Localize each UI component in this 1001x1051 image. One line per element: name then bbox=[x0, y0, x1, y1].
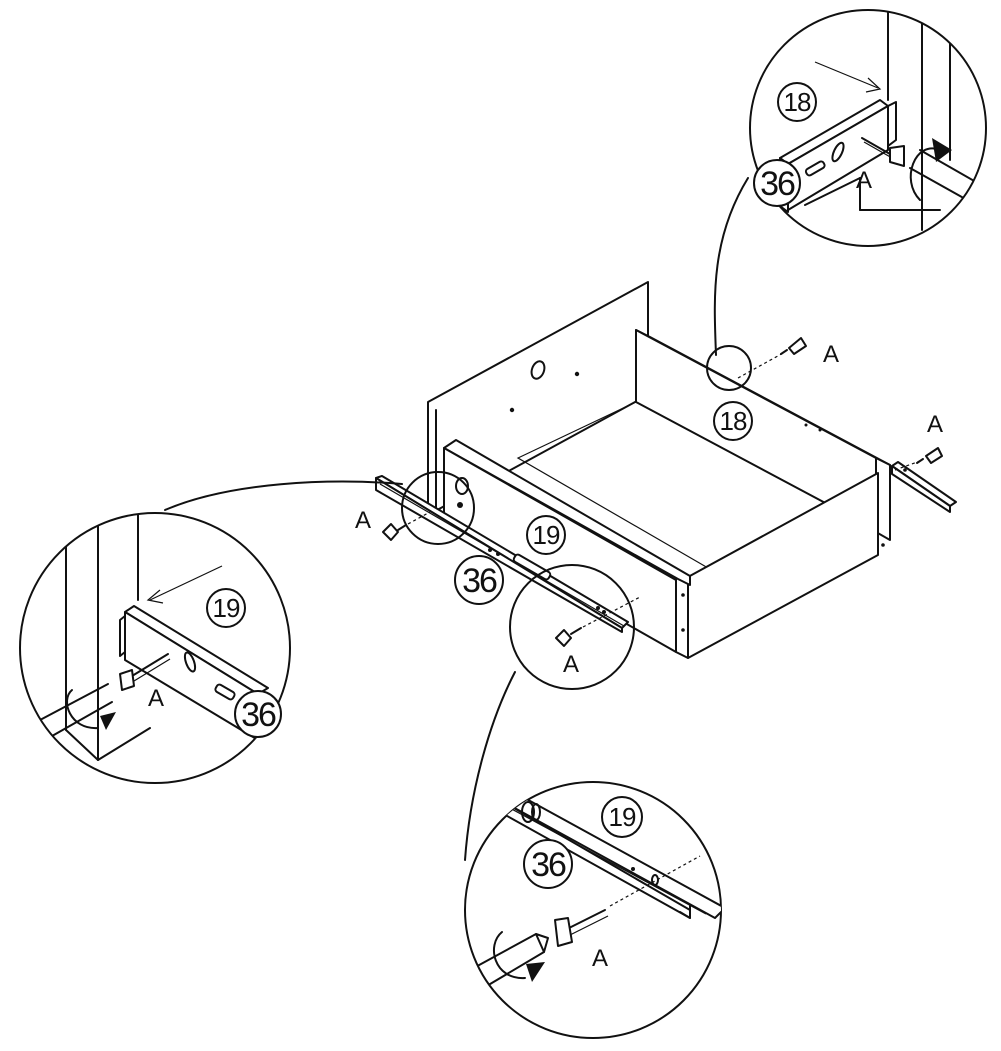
screw-label-a: A bbox=[563, 651, 579, 678]
label-19-zoom: 19 bbox=[206, 588, 246, 628]
screw-label-a: A bbox=[856, 167, 872, 194]
svg-text:19: 19 bbox=[533, 520, 560, 550]
label-36-zoom: 36 bbox=[523, 839, 573, 889]
svg-text:36: 36 bbox=[531, 846, 566, 884]
screw-icon bbox=[382, 511, 431, 541]
left-slide-rail bbox=[375, 475, 629, 633]
svg-text:36: 36 bbox=[760, 165, 795, 203]
label-36-zoom: 36 bbox=[753, 159, 801, 207]
label-18-zoom: 18 bbox=[777, 82, 817, 122]
callout-marker bbox=[509, 564, 635, 690]
label-36-zoom: 36 bbox=[234, 690, 282, 738]
screw-label-a: A bbox=[355, 507, 371, 534]
zoom-detail-left: 19 36 A bbox=[19, 512, 291, 784]
svg-text:36: 36 bbox=[462, 562, 497, 600]
screw-icon bbox=[555, 596, 641, 647]
zoom-detail-bottom: 19 36 A bbox=[464, 781, 722, 1039]
svg-text:18: 18 bbox=[784, 87, 811, 117]
drawer-box bbox=[427, 281, 891, 659]
label-36-main: 36 bbox=[454, 555, 504, 605]
screw-label-a: A bbox=[148, 685, 164, 712]
svg-text:19: 19 bbox=[213, 593, 240, 623]
svg-text:19: 19 bbox=[609, 802, 636, 832]
screw-label-a: A bbox=[927, 411, 943, 438]
screw-icon bbox=[737, 337, 807, 379]
screw-icon bbox=[894, 447, 943, 471]
callout-marker bbox=[706, 345, 752, 391]
label-19-main: 19 bbox=[526, 515, 566, 555]
svg-text:18: 18 bbox=[720, 406, 747, 436]
label-19-zoom: 19 bbox=[601, 796, 643, 838]
screw-label-a: A bbox=[823, 341, 839, 368]
screw-label-a: A bbox=[592, 945, 608, 972]
right-slide-rail bbox=[891, 461, 957, 513]
callout-marker bbox=[401, 471, 475, 545]
label-18-main: 18 bbox=[713, 401, 753, 441]
svg-text:36: 36 bbox=[241, 696, 276, 734]
zoom-detail-right: 18 36 A bbox=[749, 9, 987, 247]
